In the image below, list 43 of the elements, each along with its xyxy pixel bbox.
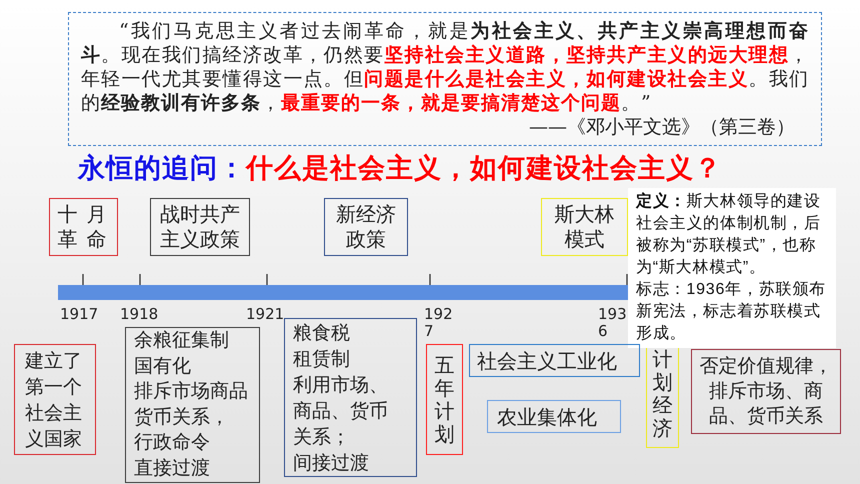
measure-label: 农业集体化: [497, 404, 597, 428]
measure-item: 利用市场、商品、货币关系；: [293, 373, 389, 450]
economy-label: 计划经济: [652, 348, 672, 440]
model-label: 斯大林模式: [554, 202, 616, 252]
year-label: 1917: [60, 306, 100, 323]
measure-item: 租赁制: [293, 347, 351, 372]
measure-item: 排斥市场商品货币关系，: [134, 379, 249, 430]
measure-item: 国有化: [134, 354, 192, 379]
measure-item: 粮食税: [293, 321, 351, 346]
outcome-label: 建立了第一个社会主义国家: [25, 348, 83, 452]
year-label: 1936: [598, 306, 627, 340]
measure-box: [469, 344, 640, 377]
measure-item: 直接过渡: [134, 456, 211, 481]
plan-box: [426, 344, 463, 455]
policy-box: [150, 198, 250, 256]
sign-text: 标志：1936年，苏联颁布新宪法，标志着苏联模式形成。: [636, 280, 827, 344]
heading: 永恒的追问：什么是社会主义，如何建设社会主义？: [78, 152, 722, 186]
definition-panel: [628, 188, 836, 348]
quote-source: ——《邓小平文选》（第三卷）: [528, 115, 796, 139]
feature-box: [691, 349, 841, 434]
plan-label: 五年计划: [434, 354, 454, 446]
outcome-box: [14, 344, 96, 455]
feature-label: 否定价值规律，排斥市场、商品、货币关系: [698, 354, 834, 429]
model-box: [541, 198, 628, 256]
event-label: 十月革命: [56, 202, 116, 252]
year-label: 1927: [424, 306, 454, 340]
measure-box: [487, 400, 621, 433]
quote-text: “我们马克思主义者过去闹革命，就是为社会主义、共产主义崇高理想而奋斗。现在我们搞经济改革，仍然要坚持社会主义道路，坚持共产主义的远大理想，年轻一代尤其要懂得这一点。但问题是什么是社会主义，如何建设社会主义。我们的经验教训有许多条，最重要的一条，就是要搞清楚这个问题。”: [81, 19, 809, 115]
policy-label: 战时共产主义政策: [159, 202, 241, 252]
quote-box: [68, 12, 822, 146]
measures-box: [284, 318, 417, 477]
measure-item: 余粮征集制: [134, 328, 230, 353]
measures-box: [125, 327, 260, 483]
economy-box: [646, 348, 679, 448]
definition-text: 定义：斯大林领导的建设社会主义的体制机制，后被称为“苏联模式”，也称为“斯大林模式”。: [636, 191, 822, 278]
year-label: 1921: [246, 306, 286, 323]
measure-item: 间接过渡: [293, 451, 370, 476]
policy-box: [324, 198, 408, 256]
measure-item: 行政命令: [134, 430, 211, 456]
year-label: 1918: [120, 306, 160, 323]
policy-label: 新经济政策: [335, 202, 397, 252]
event-box: [49, 198, 118, 256]
measure-label: 社会主义工业化: [477, 348, 617, 372]
